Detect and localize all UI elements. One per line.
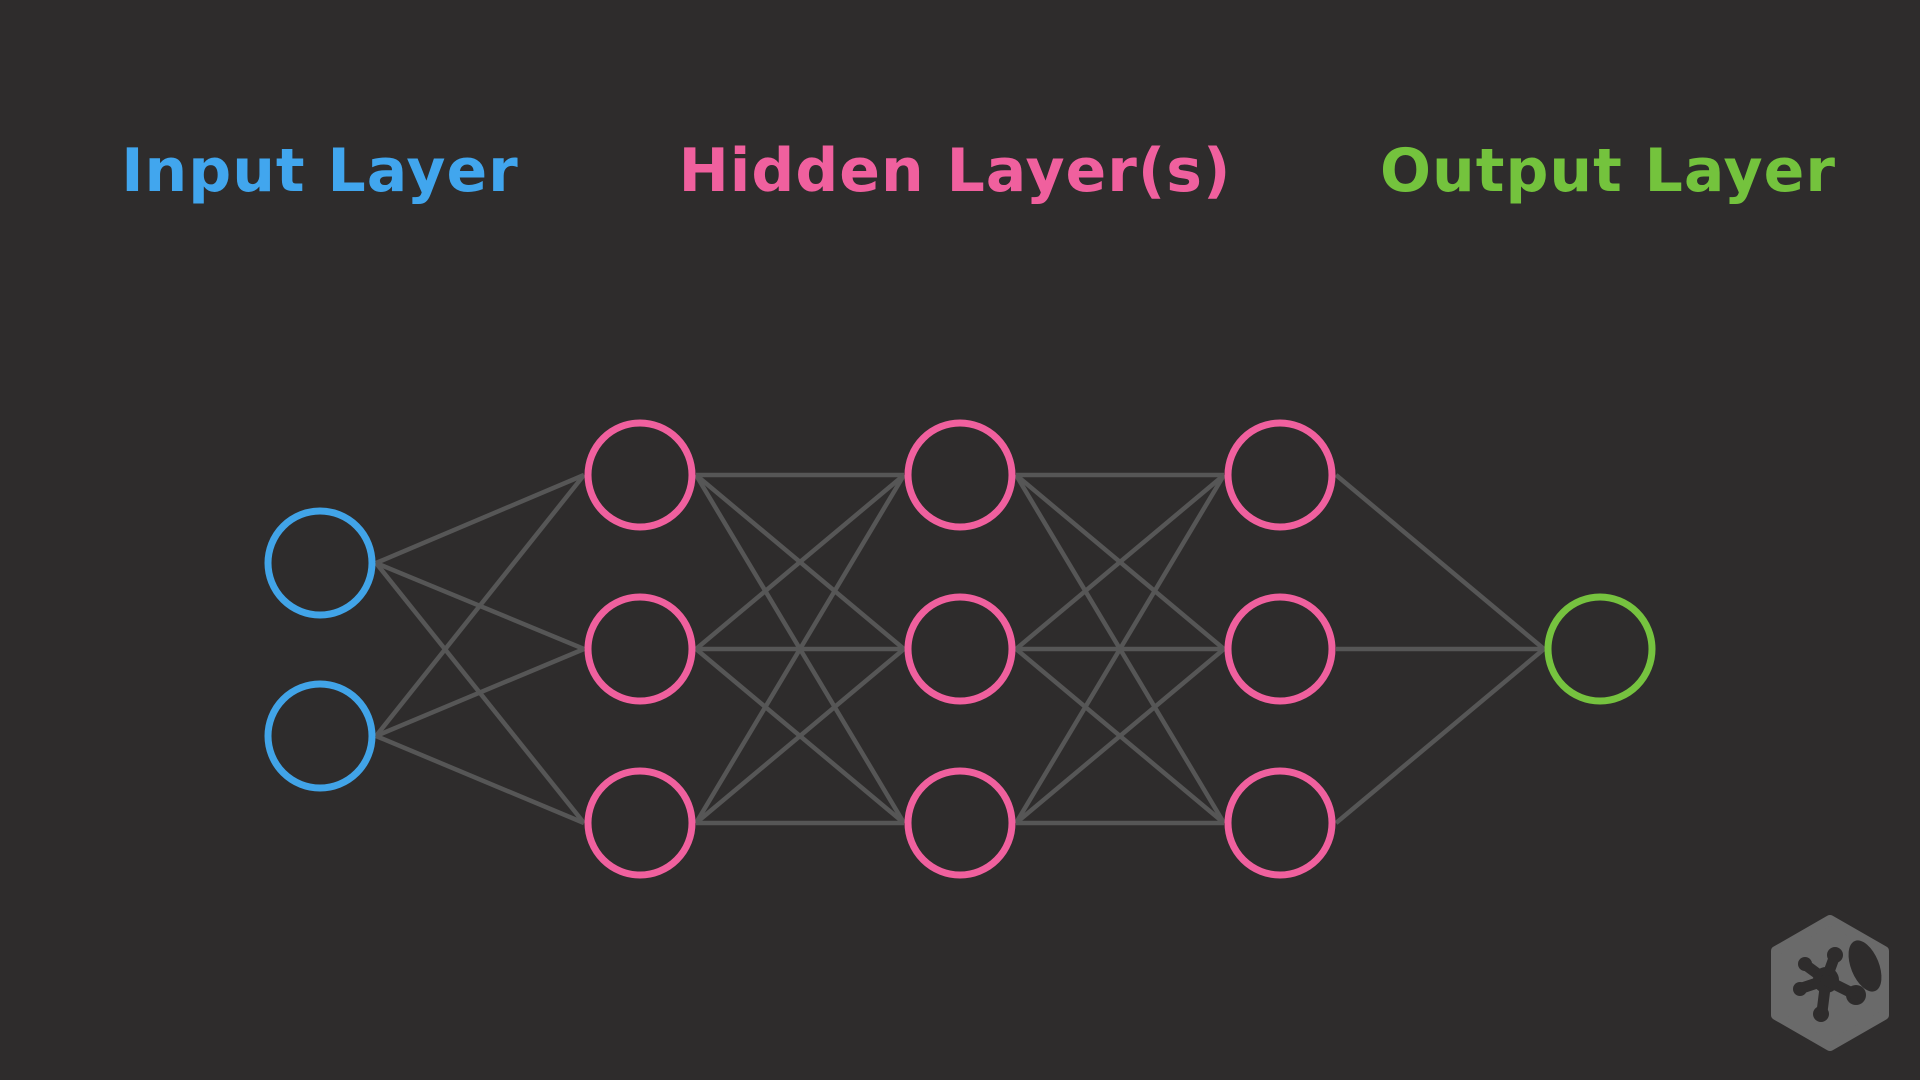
output-layer-label: Output Layer <box>1380 136 1836 206</box>
treehouse-logo <box>1771 915 1889 1051</box>
hidden3-node-2 <box>1224 593 1336 705</box>
edge-input-hidden1 <box>375 472 585 566</box>
hidden1-node-2 <box>584 593 696 705</box>
hidden1-node-3 <box>584 767 696 879</box>
edge-hidden3-output <box>1334 647 1546 825</box>
edge-hidden3-output <box>1334 473 1546 651</box>
hidden-layer-label: Hidden Layer(s) <box>678 136 1232 206</box>
edge-hidden1-hidden2 <box>694 647 906 825</box>
hidden2-node-2 <box>904 593 1016 705</box>
output-node-1 <box>1544 593 1656 705</box>
hidden2-node-3 <box>904 767 1016 879</box>
hidden2-node-1 <box>904 419 1016 531</box>
hidden3-node-3 <box>1224 767 1336 879</box>
edge-hidden2-hidden3 <box>1014 473 1226 651</box>
hidden1-node-1 <box>584 419 696 531</box>
input-node-1 <box>264 507 376 619</box>
edge-hidden1-hidden2 <box>694 473 906 825</box>
edge-hidden2-hidden3 <box>1014 473 1226 825</box>
logo-tree-cutout <box>1793 940 1882 1022</box>
input-node-2 <box>264 680 376 792</box>
edge-hidden1-hidden2 <box>694 473 906 651</box>
edge-input-hidden1 <box>375 646 585 739</box>
edge-hidden2-hidden3 <box>1014 647 1226 825</box>
edge-input-hidden1 <box>375 733 585 826</box>
hidden3-node-1 <box>1224 419 1336 531</box>
edge-input-hidden1 <box>374 473 586 738</box>
input-layer-label: Input Layer <box>121 136 519 206</box>
